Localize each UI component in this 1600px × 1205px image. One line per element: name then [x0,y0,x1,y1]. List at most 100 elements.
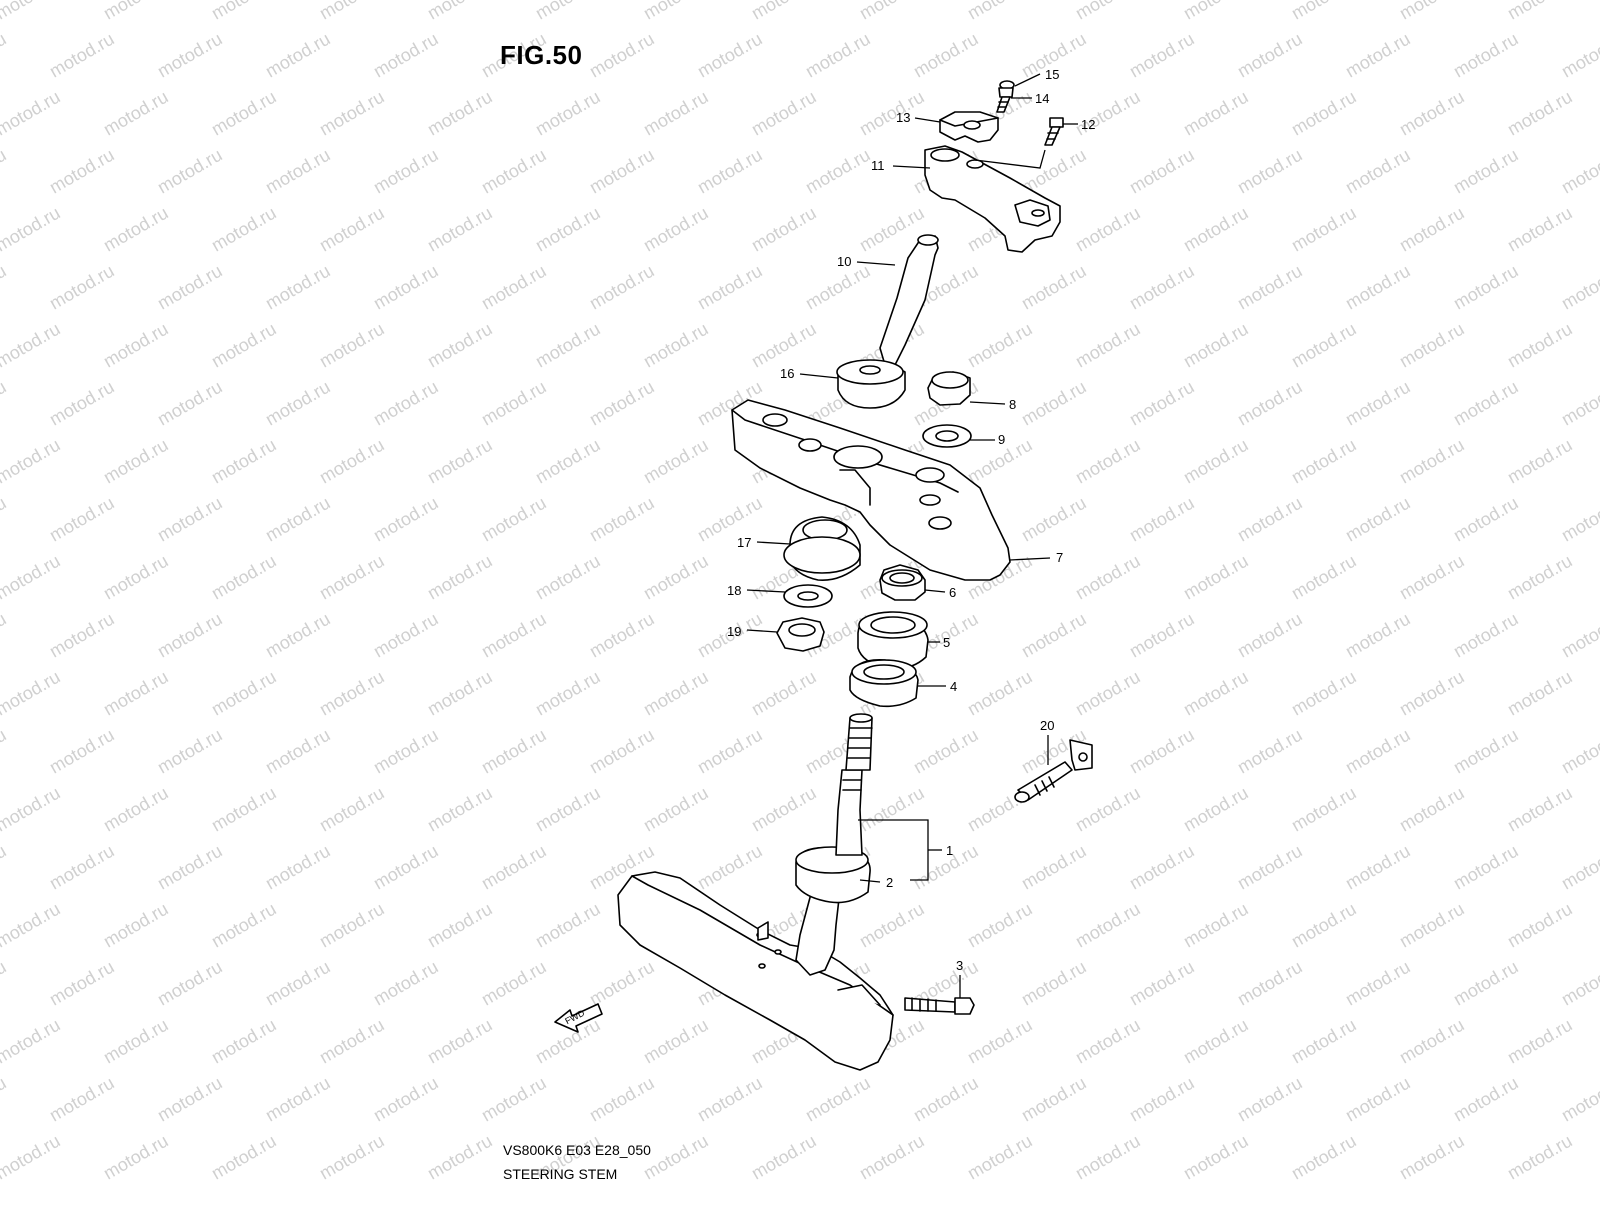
watermark-text: motod.ru [154,609,226,662]
watermark-text: motod.ru [424,899,496,952]
watermark-text: motod.ru [1126,725,1198,778]
watermark-text: motod.ru [0,29,10,82]
watermark-text: motod.ru [1342,609,1414,662]
watermark-text: motod.ru [316,783,388,836]
watermark-text: motod.ru [1072,551,1144,604]
watermark-text: motod.ru [262,841,334,894]
watermark-text: motod.ru [46,957,118,1010]
watermark-text: motod.ru [802,29,874,82]
watermark-text: motod.ru [262,29,334,82]
watermark-text: motod.ru [1288,1015,1360,1068]
watermark-text: motod.ru [1450,145,1522,198]
watermark-text: motod.ru [1450,1073,1522,1126]
watermark-text: motod.ru [1288,783,1360,836]
watermark-text: motod.ru [1342,261,1414,314]
part-18-washer [783,584,833,608]
watermark-text: motod.ru [856,1131,928,1184]
watermark-text: motod.ru [1288,667,1360,720]
watermark-text: motod.ru [208,435,280,488]
watermark-text: motod.ru [478,377,550,430]
part-3-bolt [904,997,975,1015]
watermark-text: motod.ru [208,0,280,23]
watermark-text: motod.ru [1180,1015,1252,1068]
callout-labels: 15 14 13 12 11 10 16 8 9 7 17 6 18 19 5 … [563,67,1095,1026]
watermark-text: motod.ru [0,841,10,894]
watermark-text: motod.ru [100,1131,172,1184]
watermark-text: motod.ru [1396,783,1468,836]
watermark-text: motod.ru [1504,87,1576,140]
watermark-text: motod.ru [0,493,10,546]
watermark-text: motod.ru [748,319,820,372]
watermark-text: motod.ru [316,1131,388,1184]
watermark-text: motod.ru [1450,725,1522,778]
watermark-text: motod.ru [1072,203,1144,256]
watermark-text: motod.ru [478,1073,550,1126]
watermark-text: motod.ru [370,261,442,314]
watermark-text: motod.ru [46,29,118,82]
watermark-text: motod.ru [1072,899,1144,952]
part-8-cap-nut [927,371,971,406]
watermark-text: motod.ru [640,203,712,256]
watermark-text: motod.ru [532,87,604,140]
watermark-text: motod.ru [1342,493,1414,546]
watermark-text: motod.ru [1396,435,1468,488]
watermark-text: motod.ru [1126,957,1198,1010]
watermark-text: motod.ru [100,667,172,720]
watermark-text: motod.ru [694,725,766,778]
watermark-text: motod.ru [1396,1131,1468,1184]
watermark-text: motod.ru [1234,29,1306,82]
watermark-text: motod.ru [46,493,118,546]
callout-10: 10 [837,254,851,269]
watermark-text: motod.ru [964,1131,1036,1184]
watermark-text: motod.ru [856,783,928,836]
watermark-text: motod.ru [1018,957,1090,1010]
watermark-text: motod.ru [262,609,334,662]
watermark-text: motod.ru [478,261,550,314]
watermark-text: motod.ru [478,841,550,894]
watermark-text: motod.ru [1450,261,1522,314]
watermark-text: motod.ru [0,725,10,778]
watermark-text: motod.ru [1558,145,1600,198]
watermark-text: motod.ru [1342,725,1414,778]
watermark-text: motod.ru [532,551,604,604]
watermark-text: motod.ru [1288,203,1360,256]
watermark-text: motod.ru [1342,145,1414,198]
watermark-text: motod.ru [208,551,280,604]
watermark-text: motod.ru [46,609,118,662]
watermark-text: motod.ru [532,899,604,952]
watermark-text: motod.ru [1234,261,1306,314]
watermark-text: motod.ru [46,377,118,430]
watermark-text: motod.ru [208,899,280,952]
watermark-text: motod.ru [100,87,172,140]
watermark-text: motod.ru [208,1015,280,1068]
watermark-text: motod.ru [424,0,496,23]
watermark-text: motod.ru [1234,493,1306,546]
watermark-text: motod.ru [316,203,388,256]
watermark-text: motod.ru [478,957,550,1010]
watermark-text: motod.ru [1396,1015,1468,1068]
watermark-text: motod.ru [694,29,766,82]
watermark-text: motod.ru [1288,551,1360,604]
watermark-text: motod.ru [1396,551,1468,604]
watermark-text: motod.ru [0,435,64,488]
watermark-text: motod.ru [208,783,280,836]
watermark-text: motod.ru [1234,725,1306,778]
watermark-text: motod.ru [1342,1073,1414,1126]
watermark-text: motod.ru [46,725,118,778]
watermark-text: motod.ru [262,493,334,546]
watermark-text: motod.ru [316,87,388,140]
watermark-text: motod.ru [0,609,10,662]
watermark-text: motod.ru [424,203,496,256]
watermark-text: motod.ru [262,957,334,1010]
watermark-text: motod.ru [316,667,388,720]
watermark-text: motod.ru [964,0,1036,23]
watermark-text: motod.ru [1180,203,1252,256]
watermark-text: motod.ru [1180,319,1252,372]
watermark-text: motod.ru [910,1073,982,1126]
watermark-text: motod.ru [1288,435,1360,488]
part-19-nut [776,617,825,652]
watermark-text: motod.ru [586,493,658,546]
watermark-text: motod.ru [424,667,496,720]
watermark-text: motod.ru [0,1015,64,1068]
